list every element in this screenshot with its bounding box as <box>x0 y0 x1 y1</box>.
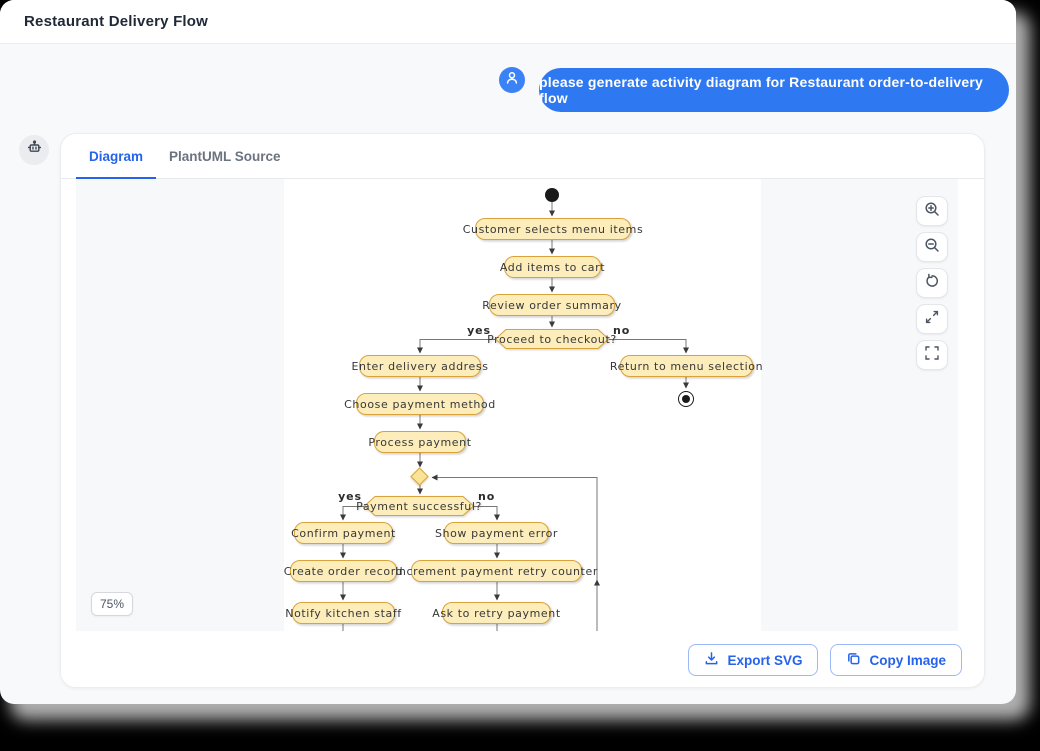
reset-view-button[interactable] <box>916 268 948 298</box>
decision-node: Proceed to checkout? <box>487 329 617 349</box>
activity-node: Choose payment method <box>344 393 495 415</box>
user-avatar <box>499 67 525 93</box>
edge-label-yes: yes <box>338 490 362 503</box>
zoom-out-icon <box>924 237 940 258</box>
edge-label-yes: yes <box>467 324 491 337</box>
app-window: Restaurant Delivery Flow please generate… <box>0 0 1016 704</box>
final-node <box>678 391 694 407</box>
activity-node: Confirm payment <box>291 522 395 544</box>
tab-plantuml-source[interactable]: PlantUML Source <box>156 134 294 178</box>
reset-rotate-icon <box>924 273 940 294</box>
card-footer: Export SVG Copy Image <box>61 631 984 687</box>
activity-node: Create order record <box>284 560 403 582</box>
fit-screen-button[interactable] <box>916 340 948 370</box>
expand-arrows-icon <box>924 309 940 330</box>
decision-label: Payment successful? <box>356 499 482 513</box>
page-title: Restaurant Delivery Flow <box>24 13 209 30</box>
zoom-in-button[interactable] <box>916 196 948 226</box>
edge-label-no: no <box>613 324 631 337</box>
chat-message-bubble: please generate activity diagram for Res… <box>539 68 1009 112</box>
activity-node: Ask to retry payment <box>432 602 560 624</box>
copy-image-label: Copy Image <box>869 652 946 668</box>
fullscreen-brackets-icon <box>924 345 940 366</box>
decision-label: Proceed to checkout? <box>487 332 617 346</box>
activity-node: Show payment error <box>435 522 557 544</box>
activity-node: Customer selects menu items <box>463 218 643 240</box>
chat-message-text: please generate activity diagram for Res… <box>539 74 984 106</box>
activity-node: Review order summary <box>482 294 621 316</box>
activity-node: Add items to cart <box>500 256 605 278</box>
zoom-level-badge: 75% <box>91 592 134 616</box>
person-icon <box>504 70 520 91</box>
expand-button[interactable] <box>916 304 948 334</box>
robot-icon <box>26 139 43 161</box>
start-node <box>545 188 559 202</box>
zoom-controls <box>916 196 948 370</box>
app-header: Restaurant Delivery Flow <box>0 0 1016 44</box>
export-svg-label: Export SVG <box>727 652 803 668</box>
tab-diagram[interactable]: Diagram <box>76 134 157 179</box>
tab-plantuml-source-label: PlantUML Source <box>169 148 281 164</box>
diagram-viewer-canvas[interactable]: Customer selects menu items Add items to… <box>76 179 958 631</box>
decision-node: Payment successful? <box>356 496 482 516</box>
copy-icon <box>846 651 861 669</box>
tabs-row: Diagram PlantUML Source <box>61 134 984 179</box>
edge-label-no: no <box>478 490 496 503</box>
activity-node: Increment payment retry counter <box>395 560 597 582</box>
assistant-avatar <box>19 135 49 165</box>
activity-node: Return to menu selection <box>610 355 763 377</box>
activity-node: Enter delivery address <box>351 355 488 377</box>
diagram-card: Diagram PlantUML Source <box>60 133 985 688</box>
zoom-out-button[interactable] <box>916 232 948 262</box>
tab-diagram-label: Diagram <box>89 148 144 164</box>
flow-connectors <box>340 202 689 631</box>
zoom-in-icon <box>924 201 940 222</box>
export-svg-button[interactable]: Export SVG <box>688 644 819 676</box>
activity-node: Notify kitchen staff <box>285 602 401 624</box>
download-icon <box>704 651 719 669</box>
activity-node: Process payment <box>368 431 471 453</box>
copy-image-button[interactable]: Copy Image <box>830 644 962 676</box>
